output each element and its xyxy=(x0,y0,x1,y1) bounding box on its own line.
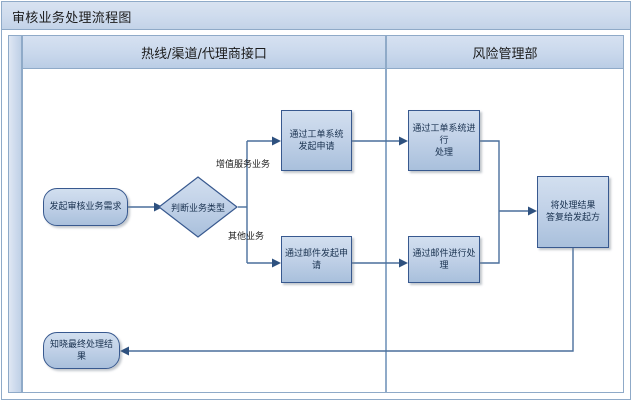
node-reply-label-line2: 答复给发起方 xyxy=(545,213,600,223)
edge-label-other: 其他业务 xyxy=(228,232,265,242)
node-ticket-apply-label-line2: 发起申请 xyxy=(298,141,335,152)
node-mail-apply[interactable]: 通过邮件发起申请 xyxy=(281,236,352,283)
lane-header-hotline-label: 热线/渠道/代理商接口 xyxy=(141,46,267,62)
arrowhead-mail-process xyxy=(399,258,408,268)
node-mail-process[interactable]: 通过邮件进行处理 xyxy=(408,236,480,283)
lane-header-hotline: 热线/渠道/代理商接口 xyxy=(22,35,386,69)
edge-ticket-process-to-merge xyxy=(480,140,500,211)
node-reply[interactable]: 将处理结果 答复给发起方 xyxy=(537,176,609,248)
lane-header-risk-label: 风险管理部 xyxy=(472,46,538,62)
node-ticket-process-label-line1: 通过工单系统进行 xyxy=(412,123,476,146)
node-mail-process-label: 通过邮件进行处理 xyxy=(412,248,476,271)
diamond-shape-icon xyxy=(158,176,238,238)
edge-label-value-added: 增值服务业务 xyxy=(216,160,271,170)
page-title: 审核业务处理流程图 xyxy=(12,11,132,26)
node-ticket-process-label-line2: 处理 xyxy=(434,147,453,158)
arrowhead-branch-upper xyxy=(272,136,281,146)
node-reply-label-line1: 将处理结果 xyxy=(550,201,596,211)
node-ticket-apply[interactable]: 通过工单系统 发起申请 xyxy=(281,110,352,171)
node-mail-apply-label: 通过邮件发起申请 xyxy=(285,248,349,271)
node-ticket-apply-label-line1: 通过工单系统 xyxy=(289,129,344,140)
node-start[interactable]: 发起审核业务需求 xyxy=(43,188,128,226)
arrowhead-reply-to-end xyxy=(120,346,129,356)
arrowhead-merge-to-reply xyxy=(528,206,537,216)
node-end[interactable]: 知晓最终处理结果 xyxy=(43,332,120,369)
node-end-label: 知晓最终处理结果 xyxy=(49,339,113,362)
node-ticket-process[interactable]: 通过工单系统进行 处理 xyxy=(408,110,480,171)
edge-reply-to-end xyxy=(129,248,574,352)
node-decision[interactable]: 判断业务类型 xyxy=(158,176,238,238)
node-start-label: 发起审核业务需求 xyxy=(49,202,122,212)
edge-mail-process-to-merge xyxy=(480,211,500,264)
lane-header-risk: 风险管理部 xyxy=(386,35,624,69)
arrowhead-branch-lower xyxy=(272,258,281,268)
diagram-title-bar: 审核业务处理流程图 xyxy=(2,2,630,30)
arrowhead-ticket-process xyxy=(399,136,408,146)
lane-label-strip xyxy=(8,35,22,393)
